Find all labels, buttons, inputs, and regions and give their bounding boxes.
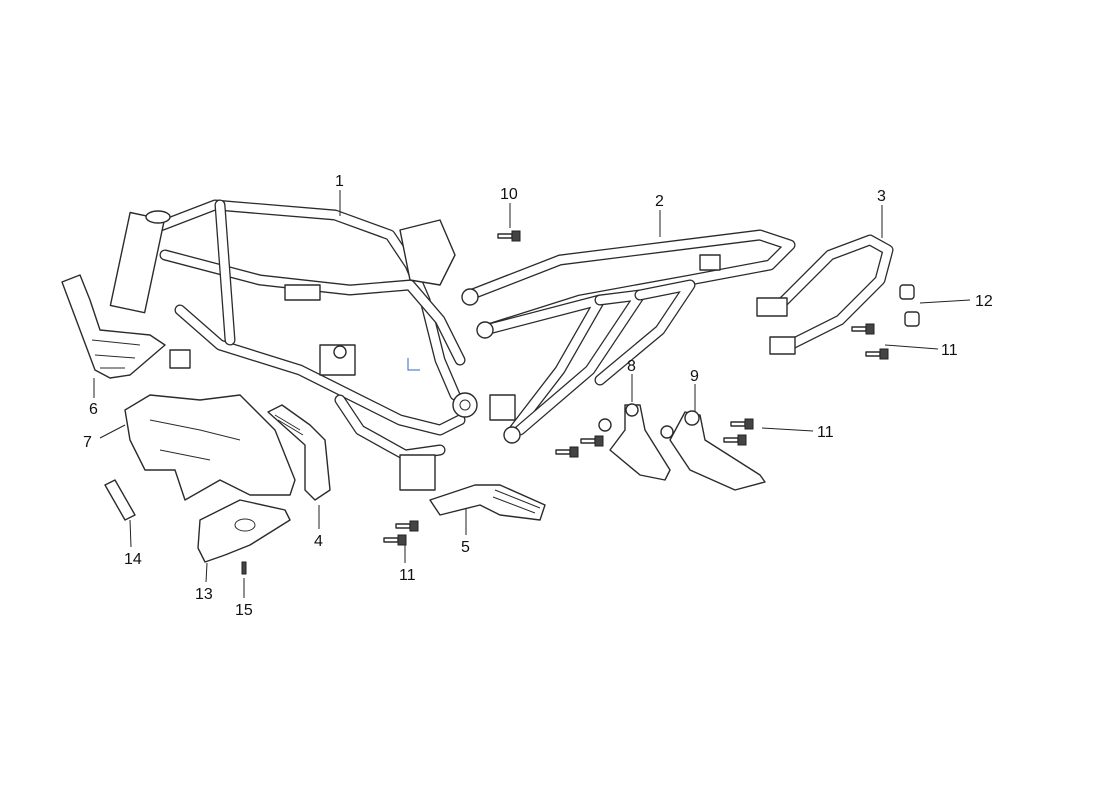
callout-14: 14: [124, 551, 142, 568]
rubber-caps: [899, 284, 920, 327]
callout-2: 2: [655, 193, 664, 210]
footrest-bracket-right: [660, 410, 766, 491]
callout-11c: 11: [399, 567, 416, 584]
bolts: [241, 230, 889, 575]
callout-6: 6: [89, 401, 98, 418]
under-cover: [124, 394, 296, 501]
callout-3: 3: [877, 188, 886, 205]
mounting-plate: [197, 499, 291, 563]
clip: [104, 479, 136, 521]
footrest-bracket-left: [598, 403, 671, 481]
callouts: 1 10 2 3 12 11 8 9 11 6 7 4 5 11 14 13 1…: [83, 173, 993, 619]
callout-15: 15: [235, 602, 253, 619]
callout-1: 1: [335, 173, 344, 190]
callout-5: 5: [461, 539, 470, 556]
footrest-left: [267, 404, 331, 501]
callout-11b: 11: [817, 424, 834, 441]
grab-rail: [756, 234, 894, 355]
rear-subframe: [461, 229, 796, 444]
callout-13: 13: [195, 586, 213, 603]
leader-lines: [93, 190, 971, 598]
callout-9: 9: [690, 368, 699, 385]
callout-12: 12: [975, 293, 993, 310]
main-frame: [109, 199, 478, 491]
callout-10: 10: [500, 186, 518, 203]
callout-11a: 11: [941, 342, 958, 359]
callout-8: 8: [627, 358, 636, 375]
callout-4: 4: [314, 533, 323, 550]
callout-7: 7: [83, 434, 92, 451]
footrest-right: [429, 484, 546, 521]
front-bracket: [61, 274, 166, 379]
